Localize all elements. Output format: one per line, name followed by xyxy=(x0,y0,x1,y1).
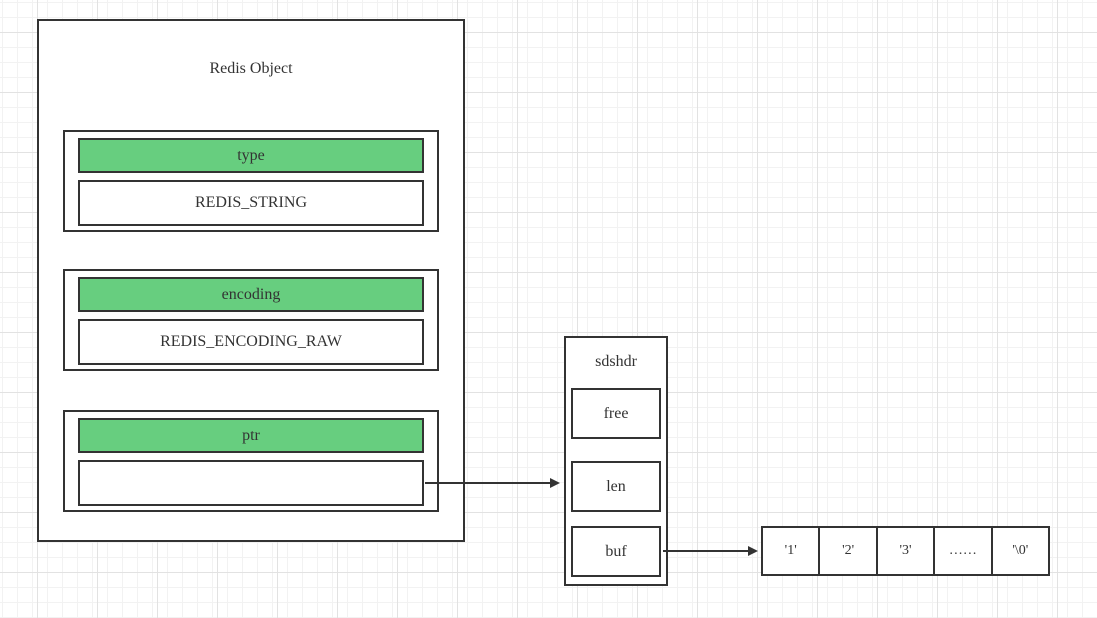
field-header-ptr[interactable]: ptr xyxy=(78,418,424,453)
redis-object-title: Redis Object xyxy=(209,60,293,77)
sdshdr-box[interactable]: sdshdr free len buf xyxy=(564,336,668,586)
sdshdr-field-len[interactable]: len xyxy=(571,461,661,512)
field-header-type[interactable]: type xyxy=(78,138,424,173)
buf-to-cells-arrow[interactable] xyxy=(663,546,758,556)
buf-cell-ellipsis[interactable]: …… xyxy=(935,528,993,574)
sdshdr-title: sdshdr xyxy=(595,353,637,370)
buf-cell-null-label: '\0' xyxy=(1012,543,1029,558)
field-group-encoding[interactable]: encoding REDIS_ENCODING_RAW xyxy=(63,269,439,371)
sdshdr-field-len-label: len xyxy=(606,477,626,495)
field-value-type-label: REDIS_STRING xyxy=(194,194,307,211)
buf-cell-null[interactable]: '\0' xyxy=(993,528,1048,574)
sdshdr-field-free[interactable]: free xyxy=(571,388,661,439)
field-header-ptr-label: ptr xyxy=(242,426,260,444)
field-header-encoding[interactable]: encoding xyxy=(78,277,424,312)
buf-cell-2-label: '2' xyxy=(842,543,855,558)
field-value-encoding[interactable]: REDIS_ENCODING_RAW xyxy=(78,319,424,365)
field-group-ptr[interactable]: ptr xyxy=(63,410,439,512)
buf-cell-1-label: '1' xyxy=(784,543,797,558)
buf-cell-ellipsis-label: …… xyxy=(948,543,977,558)
buf-cell-3-label: '3' xyxy=(899,543,912,558)
buf-cell-2[interactable]: '2' xyxy=(820,528,878,574)
field-header-type-label: type xyxy=(237,146,265,164)
sdshdr-field-buf-label: buf xyxy=(605,542,627,560)
ptr-to-sdshdr-arrow[interactable] xyxy=(425,478,560,488)
field-value-encoding-label: REDIS_ENCODING_RAW xyxy=(160,333,342,350)
sdshdr-field-buf[interactable]: buf xyxy=(571,526,661,577)
buf-cell-1[interactable]: '1' xyxy=(763,528,821,574)
sdshdr-field-free-label: free xyxy=(603,404,629,422)
buf-cell-3[interactable]: '3' xyxy=(878,528,936,574)
field-value-ptr[interactable] xyxy=(78,460,424,506)
redis-object-box[interactable]: Redis Object type REDIS_STRING encoding … xyxy=(37,19,465,542)
field-value-type[interactable]: REDIS_STRING xyxy=(78,180,424,226)
field-header-encoding-label: encoding xyxy=(221,285,281,303)
field-group-type[interactable]: type REDIS_STRING xyxy=(63,130,439,232)
buf-cells-row[interactable]: '1' '2' '3' …… '\0' xyxy=(761,526,1050,576)
